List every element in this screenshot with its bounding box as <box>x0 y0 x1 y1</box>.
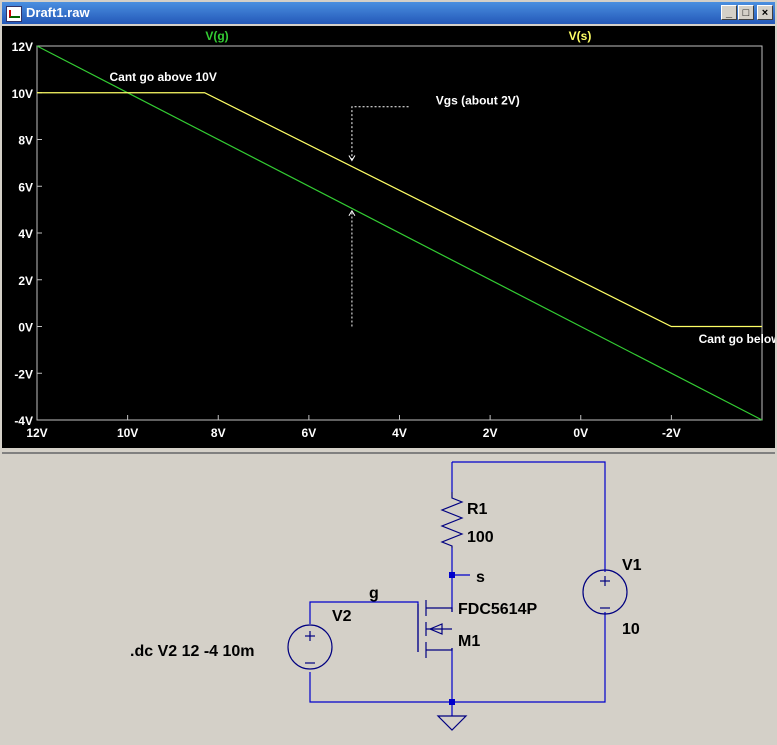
x-tick-label: 6V <box>302 426 317 440</box>
x-tick-label: 12V <box>26 426 47 440</box>
y-tick-label: 0V <box>18 321 33 335</box>
voltage-source-v2 <box>287 624 333 670</box>
y-tick-label: 4V <box>18 227 33 241</box>
annotation-text: Vgs (about 2V) <box>436 93 520 107</box>
close-button[interactable]: × <box>757 5 773 20</box>
v1-name: V1 <box>622 557 642 574</box>
y-tick-label: -4V <box>14 414 33 428</box>
annotation-arrowhead <box>348 155 356 162</box>
voltage-source-v1 <box>582 569 628 615</box>
y-tick-label: 10V <box>12 87 33 101</box>
series-line-vg[interactable] <box>36 45 763 421</box>
annotation-text: Cant go above 10V <box>110 70 217 84</box>
r1-value: 100 <box>467 529 494 546</box>
y-tick-label: 6V <box>18 180 33 194</box>
annotation-arrowhead <box>348 209 356 217</box>
legend-entry[interactable]: V(s) <box>569 29 592 43</box>
junction-dot <box>449 699 455 705</box>
mosfet-m1 <box>417 600 453 658</box>
x-tick-label: 4V <box>392 426 407 440</box>
m1-name: M1 <box>458 633 480 650</box>
legend-entry[interactable]: V(g) <box>205 29 228 43</box>
y-tick-label: -2V <box>14 367 33 381</box>
y-tick-label: 2V <box>18 274 33 288</box>
r1-name: R1 <box>467 501 488 518</box>
resistor-r1 <box>440 492 464 548</box>
x-tick-label: 10V <box>117 426 138 440</box>
x-tick-label: -2V <box>662 426 681 440</box>
x-tick-label: 8V <box>211 426 226 440</box>
junction-dot <box>449 572 455 578</box>
schematic-pane[interactable]: R1 100 s g FDC5614P M1 V1 10 V2 .dc V2 1… <box>2 452 775 740</box>
v1-value: 10 <box>622 621 640 638</box>
x-tick-label: 0V <box>573 426 588 440</box>
maximize-button[interactable]: □ <box>738 5 754 20</box>
m1-part: FDC5614P <box>458 601 537 618</box>
y-tick-label: 12V <box>12 40 33 54</box>
y-tick-label: 8V <box>18 134 33 148</box>
series-line-vs[interactable] <box>37 92 762 328</box>
x-tick-label: 2V <box>483 426 498 440</box>
waveform-icon <box>6 6 22 22</box>
schematic: R1 100 s g FDC5614P M1 V1 10 V2 .dc V2 1… <box>130 461 642 731</box>
minimize-button[interactable]: _ <box>721 5 737 20</box>
window-title: Draft1.raw <box>26 5 90 20</box>
node-label-g: g <box>369 585 379 602</box>
v2-name: V2 <box>332 608 352 625</box>
title-bar[interactable]: Draft1.raw _ □ × <box>2 2 775 24</box>
schematic-symbols <box>287 492 628 731</box>
dc-directive[interactable]: .dc V2 12 -4 10m <box>130 643 255 660</box>
annotation-text: Cant go below gnd <box>699 332 775 346</box>
node-label-s: s <box>476 569 485 586</box>
ground-symbol <box>436 715 468 731</box>
annotation-arrow <box>351 106 409 161</box>
